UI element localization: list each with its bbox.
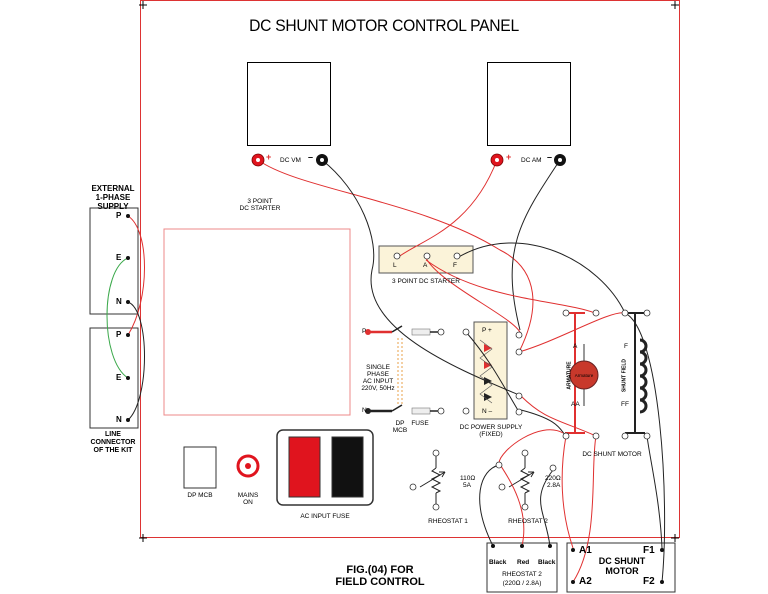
- ext-r-t1: Black: [489, 559, 507, 566]
- ext-m-a1: A1: [579, 545, 592, 556]
- fig-caption-2: FIELD CONTROL: [335, 576, 425, 588]
- r1-label: RHEOSTAT 1: [428, 518, 468, 525]
- ext-r-label-1: RHEOSTAT 2: [502, 571, 542, 578]
- vm-label: DC VM: [280, 157, 301, 164]
- ext-rheostat-box: [486, 542, 558, 593]
- armature-label: Armature: [574, 373, 594, 378]
- fig-caption-1: FIG.(04) FOR: [346, 564, 414, 576]
- ext-m-label-2: MOTOR: [605, 566, 639, 576]
- mains-label-1: MAINS: [237, 492, 259, 499]
- wire-ext-n: [127, 301, 145, 421]
- motor-panel-label: DC SHUNT MOTOR: [582, 451, 642, 458]
- rectifier-diodes: [484, 344, 492, 369]
- motor-aa-label: AA: [571, 401, 580, 408]
- ac-label-2: PHASE: [366, 371, 390, 378]
- ext-supply-title-1: EXTERNAL: [91, 184, 135, 193]
- ext-r-t3: Black: [538, 559, 556, 566]
- ext-m-a2: A2: [579, 576, 592, 587]
- ac-n-label: N: [362, 407, 367, 414]
- starter-terminal-a: A: [423, 262, 428, 269]
- corner-marks: [139, 1, 679, 542]
- r2-val-1: 220Ω: [545, 475, 561, 482]
- ext-r-t2: Red: [517, 559, 530, 566]
- line-terminal-e: E: [116, 373, 122, 382]
- ac-label-1: SINGLE: [366, 364, 390, 371]
- fuse-black: [331, 436, 364, 498]
- line-caption-2: CONNECTOR: [90, 439, 136, 446]
- dc-ammeter: [487, 62, 571, 146]
- starter-panel-area: [163, 228, 351, 416]
- r1-val-1: 110Ω: [460, 475, 476, 482]
- r1-val-2: 5A: [463, 482, 471, 489]
- mains-label-2: ON: [243, 499, 253, 506]
- dp-mcb-label: DP MCB: [187, 492, 213, 499]
- starter-terminal-f: F: [453, 262, 457, 269]
- line-terminal-n: N: [116, 415, 122, 424]
- dp-label: DP: [395, 420, 405, 427]
- starter-block-label: 3 POINT DC STARTER: [392, 278, 460, 285]
- ext-motor-box: [566, 542, 676, 593]
- vm-minus: –: [308, 152, 314, 162]
- line-terminal-p: P: [116, 330, 122, 339]
- motor-a-label: A: [573, 343, 578, 350]
- ac-label-3: AC INPUT: [362, 378, 394, 385]
- dps-label-1: DC POWER SUPPLY: [459, 424, 523, 431]
- rectifier-diodes-2: [484, 377, 492, 401]
- fuse-label: FUSE: [411, 420, 429, 427]
- am-minus: –: [547, 152, 553, 162]
- mcb-label: MCB: [392, 427, 408, 434]
- wire-ext-p: [127, 215, 145, 336]
- ext-m-f1: F1: [643, 545, 655, 556]
- ext-terminal-e: E: [116, 253, 122, 262]
- dp-mcb-box: [183, 446, 217, 489]
- ac-fuse-label: AC INPUT FUSE: [300, 513, 350, 520]
- terminals: [126, 153, 664, 584]
- line-caption-3: OF THE KIT: [93, 447, 133, 454]
- wire-ext-e: [106, 257, 129, 379]
- ext-r-label-2: (220Ω / 2.8A): [502, 580, 542, 587]
- am-plus: +: [506, 152, 512, 162]
- dc-voltmeter: [247, 62, 331, 146]
- dc-power-supply-block: [473, 321, 508, 420]
- rheostat-2-symbol: [508, 455, 535, 505]
- r2-val-2: 2.8A: [547, 482, 561, 489]
- line-caption-1: LINE: [105, 431, 121, 438]
- panel-title: DC SHUNT MOTOR CONTROL PANEL: [249, 16, 519, 35]
- am-label: DC AM: [521, 157, 542, 164]
- line-connector-box: [89, 327, 139, 429]
- panel-board: [140, 0, 680, 538]
- fuse-red: [288, 436, 321, 498]
- ext-terminal-p: P: [116, 211, 122, 220]
- vm-plus: +: [266, 152, 272, 162]
- ext-terminal-n: N: [116, 297, 122, 306]
- ext-m-f2: F2: [643, 576, 655, 587]
- starter-terminal-l: L: [393, 262, 397, 269]
- ext-supply-title-3: SUPPLY: [97, 202, 129, 211]
- shunt-field-coil: [639, 338, 648, 414]
- rheostat-1-symbol: [419, 455, 446, 505]
- ac-p-label: P: [362, 328, 367, 335]
- external-supply-box: [89, 207, 139, 315]
- starter-block: [378, 245, 474, 274]
- starter-panel-label-1: 3 POINT: [247, 198, 273, 205]
- dps-n-minus: N –: [482, 408, 493, 415]
- starter-panel-label-2: DC STARTER: [239, 205, 281, 212]
- dps-p-plus: P +: [482, 327, 492, 334]
- dps-label-2: (FIXED): [479, 431, 503, 438]
- ext-m-label-1: DC SHUNT: [598, 556, 646, 566]
- ac-label-4: 220V, 50Hz: [361, 385, 395, 392]
- r2-label: RHEOSTAT 2: [508, 518, 548, 525]
- motor-f-label: F: [624, 343, 628, 350]
- ext-supply-title-2: 1-PHASE: [95, 193, 131, 202]
- motor-ff-label: FF: [621, 401, 629, 408]
- shunt-field-label: SHUNT FIELD: [621, 358, 628, 393]
